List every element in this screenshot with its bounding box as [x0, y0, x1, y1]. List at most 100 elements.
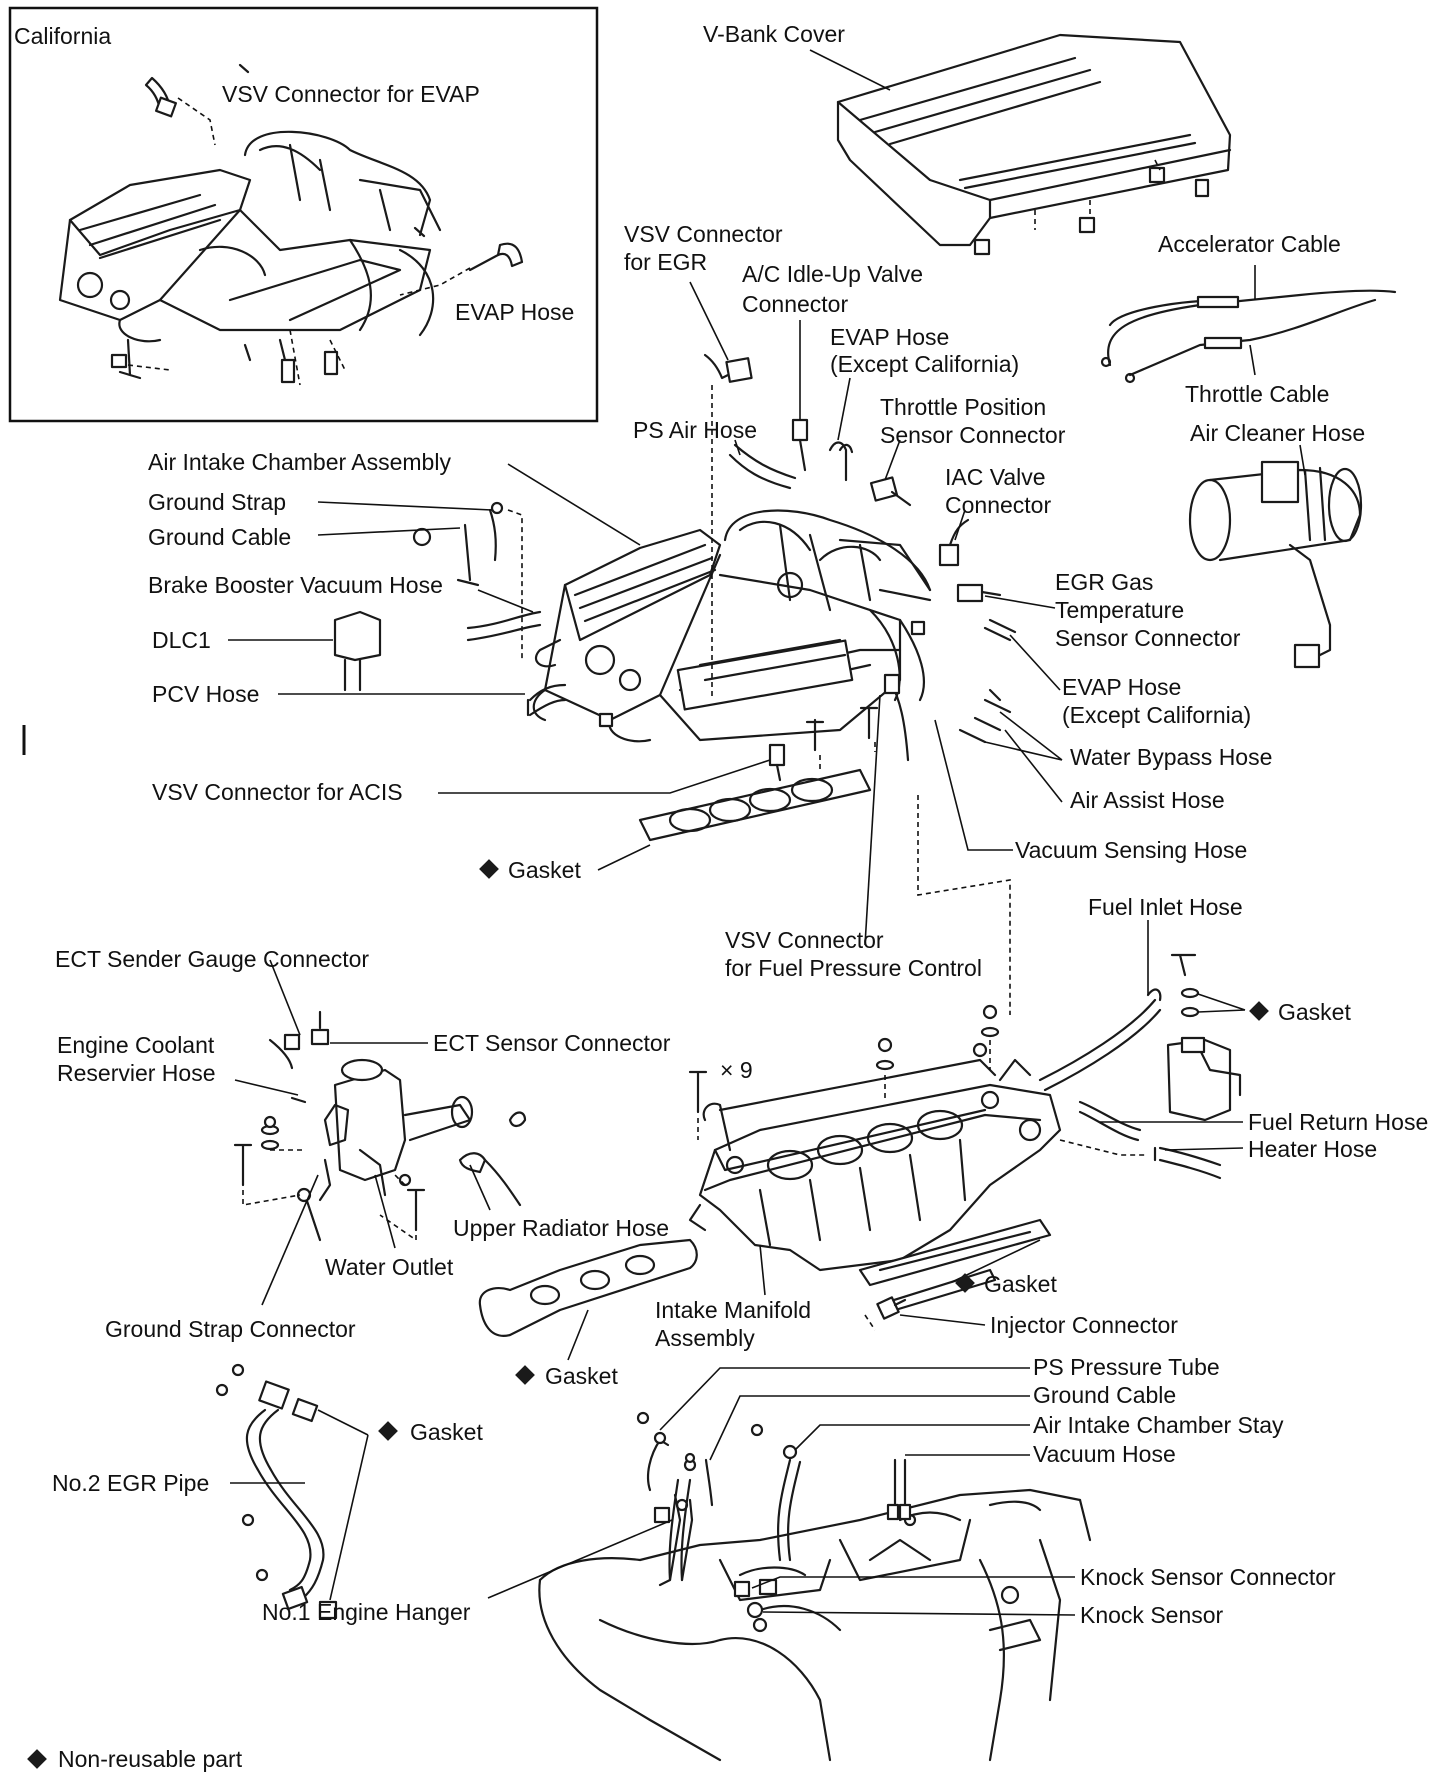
manifold-bolts — [688, 1004, 1000, 1114]
leader-heater-hose — [1164, 1147, 1244, 1151]
injector-connector — [876, 1296, 907, 1320]
label-dlc1: DLC1 — [152, 627, 211, 653]
label-gasket-1: Gasket — [508, 857, 581, 883]
leader-intake-manifold — [759, 1244, 766, 1296]
label-ps-air-hose: PS Air Hose — [633, 417, 757, 443]
label-ac-idle-1: A/C Idle-Up Valve — [742, 261, 923, 287]
label-intake-manifold-2: Assembly — [655, 1325, 755, 1351]
label-vsv-acis: VSV Connector for ACIS — [152, 779, 403, 805]
label-gasket-4-group: Gasket — [515, 1363, 618, 1389]
leader-gasket-1 — [597, 844, 651, 871]
label-iac-2: Connector — [945, 492, 1051, 518]
label-gasket-4: Gasket — [545, 1363, 618, 1389]
leader-air-intake-chamber — [507, 463, 641, 546]
inset-intake-drawing — [58, 63, 524, 384]
leader-ground-cable — [317, 527, 461, 536]
chamber-bolts — [598, 620, 926, 752]
leader-ground-strap-connector — [261, 1174, 319, 1306]
leader-injector — [899, 1314, 986, 1326]
label-ground-cable: Ground Cable — [148, 524, 291, 550]
vsv-acis-connector — [768, 743, 786, 782]
label-gasket-3: Gasket — [984, 1271, 1057, 1297]
diamond-icon — [27, 1749, 47, 1769]
label-air-assist: Air Assist Hose — [1070, 787, 1225, 813]
accelerator-throttle-cables — [1100, 289, 1397, 384]
dash-ground-strap — [507, 509, 523, 660]
diamond-icon — [479, 859, 499, 879]
water-outlet-drawing — [268, 1010, 527, 1242]
label-gasket-5: Gasket — [410, 1419, 483, 1445]
v-bank-cover — [836, 33, 1232, 256]
leader-knock-sensor — [762, 1611, 1076, 1616]
label-ground-cable-2: Ground Cable — [1033, 1382, 1176, 1408]
brake-booster-hose — [466, 610, 542, 642]
label-no1-engine-hanger: No.1 Engine Hanger — [262, 1599, 471, 1625]
label-ac-idle-2: Connector — [742, 291, 848, 317]
california-inset: California VSV Connector for EVAP EVAP H… — [8, 6, 599, 423]
label-vacuum-hose: Vacuum Hose — [1033, 1441, 1176, 1467]
label-tps-1: Throttle Position — [880, 394, 1046, 420]
intake-manifold-drawing — [688, 1058, 1062, 1272]
leader-vsv-egr — [689, 281, 729, 361]
diamond-icon — [515, 1365, 535, 1385]
label-evap-hose-top-2: (Except California) — [830, 351, 1019, 377]
diamond-icon — [1249, 1001, 1269, 1021]
label-pcv-hose: PCV Hose — [152, 681, 259, 707]
label-vsv-egr-2: for EGR — [624, 249, 707, 275]
leader-evap-hose-top — [837, 377, 851, 441]
label-upper-radiator: Upper Radiator Hose — [453, 1215, 669, 1241]
leader-evap-hose-mid — [1009, 634, 1061, 691]
chamber-gasket — [638, 768, 872, 842]
leader-iac — [954, 509, 966, 541]
leader-vsv-fpc — [864, 694, 881, 946]
label-injector: Injector Connector — [990, 1312, 1178, 1338]
leader-egr-temp — [984, 595, 1056, 609]
label-throttle-cable: Throttle Cable — [1185, 381, 1329, 407]
leader-brake-booster — [477, 589, 534, 613]
leader-tps — [884, 439, 901, 481]
label-fuel-inlet: Fuel Inlet Hose — [1088, 894, 1243, 920]
label-water-bypass: Water Bypass Hose — [1070, 744, 1272, 770]
leader-no1-engine-hanger — [487, 1519, 673, 1599]
dash-manifold-bolts — [697, 1040, 991, 1140]
label-vsv-fpc-1: VSV Connector — [725, 927, 884, 953]
water-outlet-bolts — [233, 1115, 426, 1232]
leader-air-intake-stay — [794, 1424, 1030, 1451]
label-engine-coolant-2: Reservier Hose — [57, 1060, 216, 1086]
ps-air-hose — [728, 443, 797, 490]
label-air-intake-chamber: Air Intake Chamber Assembly — [148, 449, 451, 475]
lower-left-gasket — [478, 1238, 698, 1337]
label-evap-hose-california: EVAP Hose — [455, 299, 574, 325]
egr-temp-sensor-connector — [956, 583, 1002, 603]
engine-block-drawing — [538, 1488, 1092, 1762]
label-heater-hose: Heater Hose — [1248, 1136, 1377, 1162]
leader-water-outlet — [374, 1174, 396, 1249]
label-engine-coolant-1: Engine Coolant — [57, 1032, 215, 1058]
label-vsv-fpc-2: for Fuel Pressure Control — [725, 955, 982, 981]
label-tps-2: Sensor Connector — [880, 422, 1066, 448]
label-gasket-2-group: Gasket — [1249, 999, 1351, 1025]
diamond-icon — [378, 1421, 398, 1441]
label-knock-sensor-connector: Knock Sensor Connector — [1080, 1564, 1336, 1590]
diamond-icon — [955, 1273, 975, 1293]
label-fuel-return: Fuel Return Hose — [1248, 1109, 1428, 1135]
label-ps-pressure-tube: PS Pressure Tube — [1033, 1354, 1220, 1380]
leader-water-bypass — [984, 711, 1063, 761]
label-evap-hose-mid-2: (Except California) — [1062, 702, 1251, 728]
leader-ground-strap — [317, 501, 493, 511]
leader-air-assist — [1004, 729, 1063, 803]
leader-gasket-5 — [317, 1409, 369, 1601]
evap-hose-top — [828, 441, 854, 482]
legend: Non-reusable part — [27, 1746, 243, 1772]
evap-water-air-hoses — [958, 618, 1017, 744]
leader-upper-radiator — [469, 1164, 491, 1211]
label-vsv-connector-evap: VSV Connector for EVAP — [222, 81, 480, 107]
leader-throttle-cable — [1249, 344, 1256, 376]
label-egr-temp-1: EGR Gas — [1055, 569, 1153, 595]
iac-connector — [938, 518, 970, 567]
label-egr-temp-2: Temperature — [1055, 597, 1184, 623]
label-ect-sensor: ECT Sensor Connector — [433, 1030, 671, 1056]
label-no2-egr-pipe: No.2 EGR Pipe — [52, 1470, 209, 1496]
